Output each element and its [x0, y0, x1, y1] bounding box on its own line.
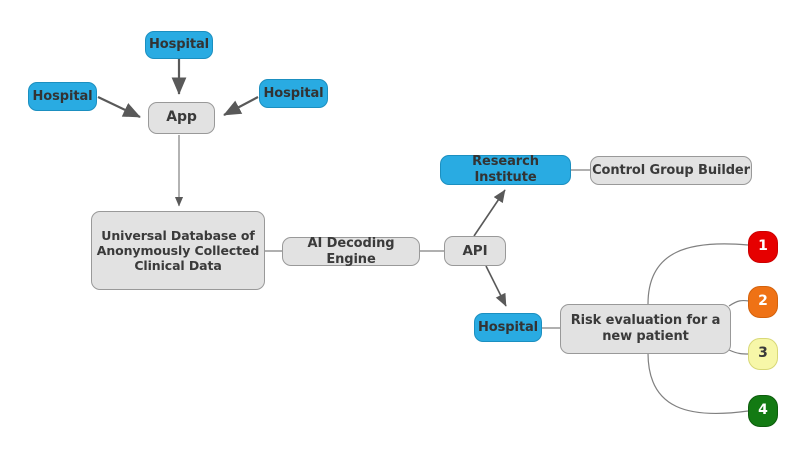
node-label-line-3: Clinical Data [134, 258, 222, 274]
edge-risk-to-3 [728, 349, 750, 355]
node-hospital-left[interactable]: Hospital [28, 82, 97, 111]
node-label: AI Decoding Engine [307, 235, 395, 267]
edge-api-to-research [473, 189, 506, 237]
node-risk-level-2[interactable]: 2 [748, 286, 778, 318]
node-api[interactable]: API [444, 236, 506, 266]
node-label: Control Group Builder [592, 162, 750, 178]
node-label: Hospital [149, 37, 209, 53]
edge-risk-to-1 [647, 243, 749, 305]
node-label-line-1: Universal Database of [101, 227, 255, 243]
node-label: Hospital [478, 319, 538, 335]
edge-risk-to-2 [728, 299, 750, 307]
node-hospital-top[interactable]: Hospital [145, 31, 213, 59]
edge-api-to-hospital-bottom [485, 265, 507, 307]
node-risk-evaluation[interactable]: Risk evaluation for a new patient [560, 304, 731, 354]
node-risk-level-3[interactable]: 3 [748, 338, 778, 370]
node-label: 1 [758, 238, 768, 255]
node-research-institute[interactable]: Research Institute [440, 154, 571, 185]
edge-hospital-right-to-app [223, 96, 259, 116]
node-universal-database[interactable]: Universal Database of Anonymously Collec… [91, 211, 265, 290]
node-risk-level-1[interactable]: 1 [748, 231, 778, 263]
node-label: Hospital [32, 88, 93, 104]
node-label: 3 [758, 345, 768, 362]
node-label-line-1: Risk evaluation for a [570, 313, 721, 329]
node-risk-level-4[interactable]: 4 [748, 395, 778, 427]
node-label: API [462, 242, 488, 259]
node-label: 4 [758, 402, 768, 419]
node-hospital-right[interactable]: Hospital [259, 79, 328, 108]
edge-hospital-left-to-app [97, 96, 141, 118]
node-label: App [166, 109, 197, 126]
node-ai-decoding-engine[interactable]: AI Decoding Engine [282, 235, 420, 267]
node-label: Hospital [263, 85, 324, 101]
node-label-line-2: Anonymously Collected [96, 242, 260, 258]
edge-risk-to-4 [647, 352, 749, 415]
node-app[interactable]: App [148, 102, 215, 134]
node-label-line-2: new patient [602, 329, 689, 344]
node-label: Research Institute [472, 154, 539, 185]
node-label: 2 [758, 293, 768, 310]
node-control-group-builder[interactable]: Control Group Builder [590, 156, 752, 185]
node-hospital-bottom[interactable]: Hospital [474, 313, 542, 342]
